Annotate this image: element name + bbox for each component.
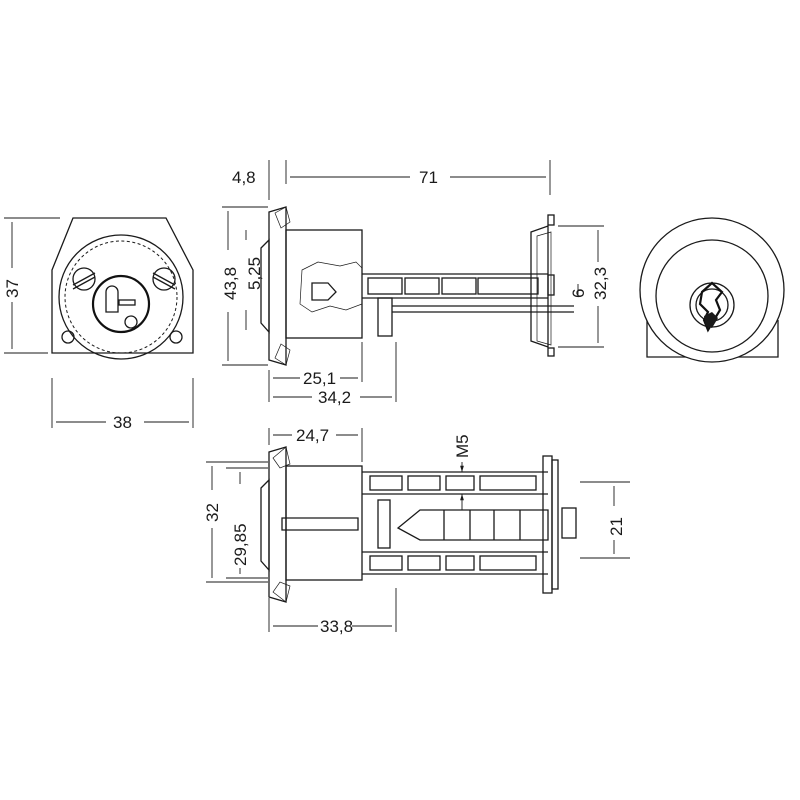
dim-6: 6: [569, 289, 588, 298]
dim-24-7: 24,7: [296, 426, 329, 445]
dim-25-1: 25,1: [303, 369, 336, 388]
dim-71: 71: [419, 168, 438, 187]
dim-33-8: 33,8: [320, 617, 353, 636]
front-view: [4, 217, 194, 428]
dimension-labels: 4,8 71 37 38 43,8 5,25 25,1 34,2 6 32,3 …: [3, 168, 626, 636]
dim-4-8: 4,8: [232, 168, 256, 187]
dim-29-85: 29,85: [231, 523, 250, 566]
side-view: [222, 160, 604, 402]
dim-21: 21: [607, 517, 626, 536]
screw-left: [72, 267, 96, 291]
dim-5-25: 5,25: [245, 257, 264, 290]
dim-34-2: 34,2: [318, 388, 351, 407]
top-view: [206, 428, 630, 632]
dim-m5: M5: [453, 434, 472, 458]
end-view: [639, 217, 785, 363]
dim-32-3: 32,3: [591, 267, 610, 300]
dim-38: 38: [113, 413, 132, 432]
dim-43-8: 43,8: [221, 267, 240, 300]
dim-37: 37: [3, 279, 22, 298]
screw-right: [152, 267, 176, 291]
dim-32: 32: [203, 503, 222, 522]
